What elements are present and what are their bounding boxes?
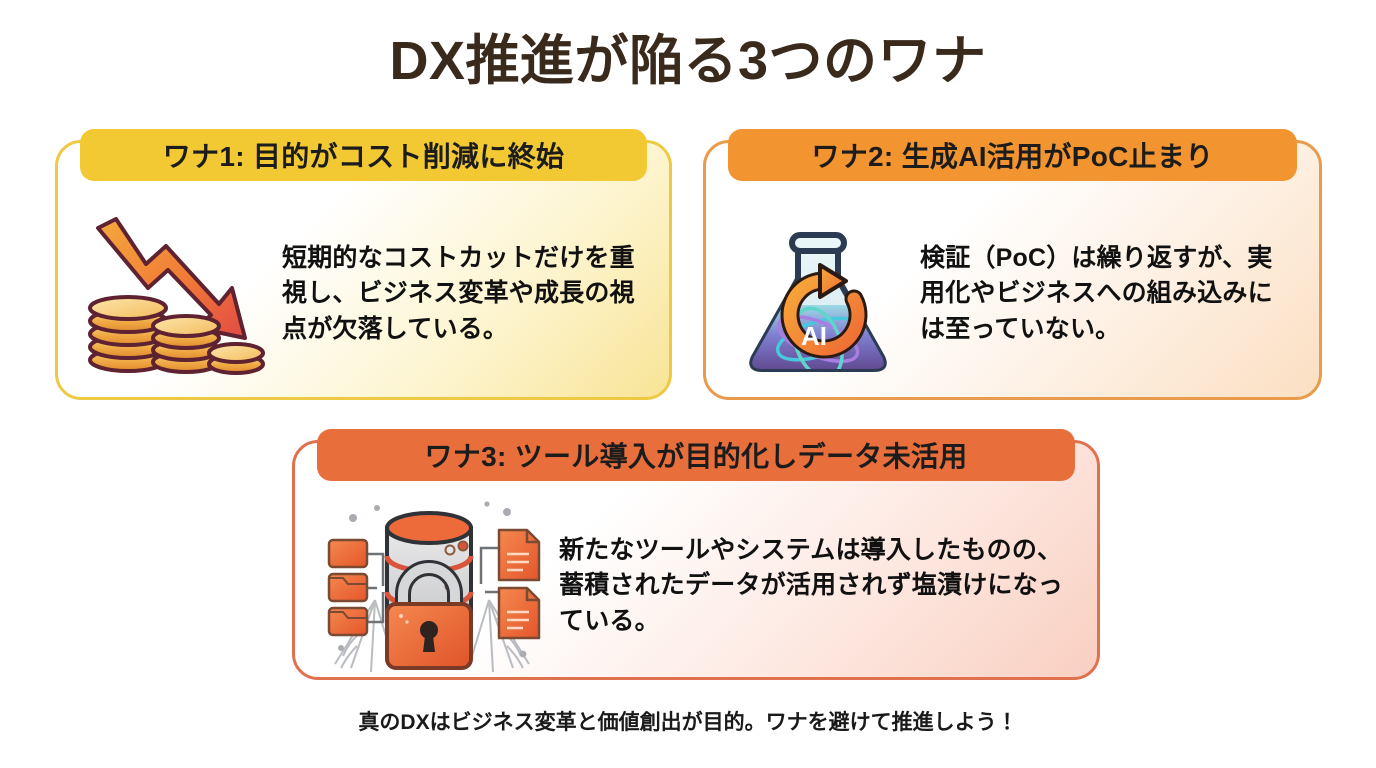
trap-card-1-body: 短期的なコストカットだけを重視し、ビジネス変革や成長の視点が欠落している。 — [58, 191, 669, 397]
trap-card-2-header: ワナ2: 生成AI活用がPoC止まり — [728, 129, 1297, 181]
locked-database-cobweb-icon — [317, 496, 547, 676]
trap-card-1: ワナ1: 目的がコスト削減に終始 — [55, 129, 672, 400]
trap-card-1-text: 短期的なコストカットだけを重視し、ビジネス変革や成長の視点が欠落している。 — [282, 243, 635, 343]
trap-card-3-body: 新たなツールやシステムは導入したものの、蓄積されたデータが活用されず塩漬けになっ… — [295, 495, 1097, 677]
ai-flask-label: AI — [801, 321, 827, 351]
trap-card-2: ワナ2: 生成AI活用がPoC止まり — [703, 129, 1322, 400]
ai-flask-loop-icon: AI — [728, 207, 908, 382]
trap-card-3: ワナ3: ツール導入が目的化しデータ未活用 — [292, 429, 1100, 680]
trap-card-2-text: 検証（PoC）は繰り返すが、実用化やビジネスへの組み込みには至っていない。 — [920, 243, 1273, 343]
page-title: DX推進が陥る3つのワナ — [389, 31, 987, 91]
falling-chart-coins-icon — [80, 212, 270, 377]
trap-card-2-body: AI 検証（PoC）は繰り返すが、実用化やビジネスへの組み込みには至っていない。 — [706, 191, 1319, 397]
trap-card-3-text: 新たなツールやシステムは導入したものの、蓄積されたデータが活用されず塩漬けになっ… — [559, 535, 1064, 635]
trap-card-3-header: ワナ3: ツール導入が目的化しデータ未活用 — [317, 429, 1075, 481]
slide-footer: 真のDXはビジネス変革と価値創出が目的。ワナを避けて推進しよう！ — [358, 711, 1018, 734]
trap-card-1-header: ワナ1: 目的がコスト削減に終始 — [80, 129, 647, 181]
